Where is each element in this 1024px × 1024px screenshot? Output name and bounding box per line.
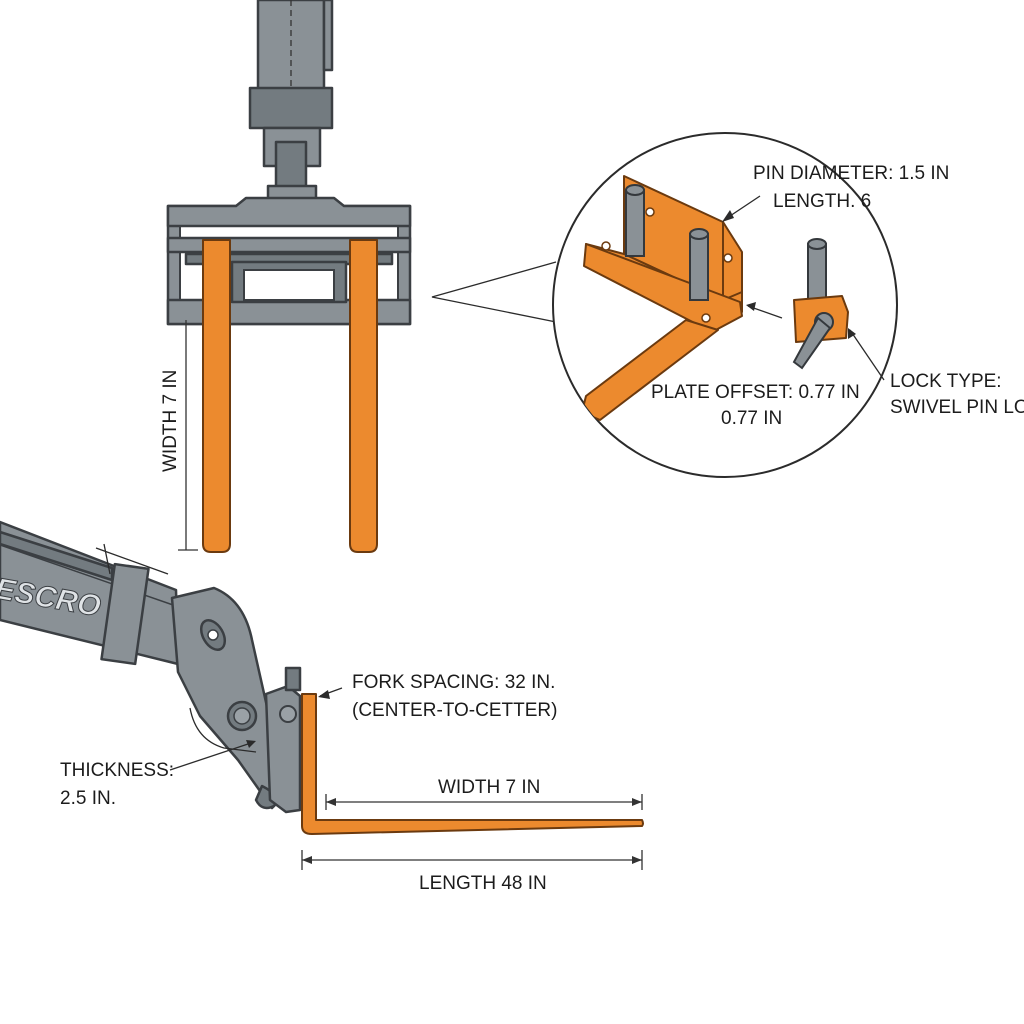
- front-view: WIDTH 7 IN: [160, 0, 557, 553]
- fork-left-front: [202, 239, 231, 553]
- plate-offset-value: 0.77 IN: [721, 408, 782, 429]
- side-view: ESCRO FORK SPACING: 32 IN. (CE: [0, 520, 644, 894]
- fork-spacing-label: FORK SPACING: 32 IN.: [352, 672, 555, 693]
- mast-rod: [322, 0, 334, 72]
- length-label: LENGTH 48 IN: [419, 873, 547, 894]
- width-horizontal-label: WIDTH 7 IN: [438, 777, 540, 798]
- fork-right-front: [349, 239, 378, 553]
- pin-length-label: LENGTH. 6: [773, 191, 871, 212]
- bracket-base-plate: [583, 243, 743, 333]
- swivel-lock: [792, 238, 849, 370]
- lock-type-label: LOCK TYPE:: [890, 371, 1002, 392]
- pin-diameter-label: PIN DIAMETER: 1.5 IN: [753, 163, 949, 184]
- mast-collar: [248, 86, 334, 130]
- fork-spacing-note: (CENTER-TO-CETTER): [352, 700, 557, 721]
- carriage-top-bar: [166, 196, 412, 228]
- bracket-pin-2: [689, 228, 709, 301]
- fork-side: [301, 693, 644, 835]
- thickness-value: 2.5 IN.: [60, 788, 116, 809]
- bracket-pin-1: [625, 184, 645, 257]
- width-vertical-label: WIDTH 7 IN: [160, 370, 181, 472]
- carriage-plate-side: [264, 684, 302, 814]
- lock-type-value: SWIVEL PIN LOCK: [890, 397, 1024, 418]
- pin-detail-callout: PIN DIAMETER: 1.5 IN LENGTH. 6 PLATE OFF…: [552, 132, 949, 478]
- thickness-label: THICKNESS:: [60, 760, 174, 781]
- plate-offset-label: PLATE OFFSET: 0.77 IN: [651, 382, 860, 403]
